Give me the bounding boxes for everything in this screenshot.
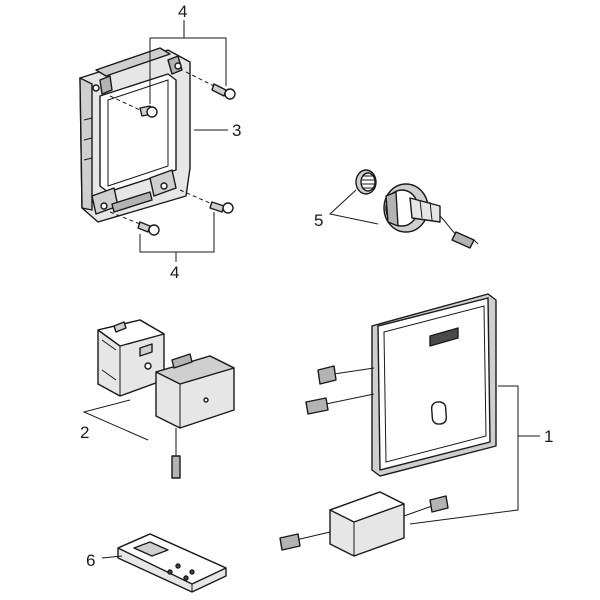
callout-2: 2 (80, 399, 149, 442)
screw-top-right (185, 71, 236, 100)
callout-1: 1 (409, 385, 553, 525)
callout-2-label: 2 (80, 423, 89, 442)
solenoid-valve (383, 183, 479, 249)
callout-3-label: 3 (232, 121, 241, 140)
cover-plate (305, 293, 497, 477)
mounting-frame (79, 47, 191, 223)
junction-box (97, 319, 165, 397)
screw-top-left (109, 95, 158, 118)
filter-screen (355, 169, 377, 195)
callout-3: 3 (194, 121, 241, 140)
screw-bottom-left (109, 211, 160, 236)
callout-4-bottom: 4 (139, 212, 215, 282)
remote-control (117, 533, 227, 593)
callout-1-label: 1 (544, 427, 553, 446)
power-adapter (279, 491, 449, 557)
callout-4-top: 4 (149, 2, 227, 104)
callout-6: 6 (86, 551, 123, 570)
callout-5: 5 (314, 189, 379, 230)
callout-5-label: 5 (314, 211, 323, 230)
callout-4-bottom-label: 4 (170, 263, 179, 282)
power-supply-unit (155, 353, 235, 479)
callout-6-label: 6 (86, 551, 95, 570)
callout-4-top-label: 4 (178, 2, 187, 21)
screw-bottom-right (179, 189, 234, 214)
